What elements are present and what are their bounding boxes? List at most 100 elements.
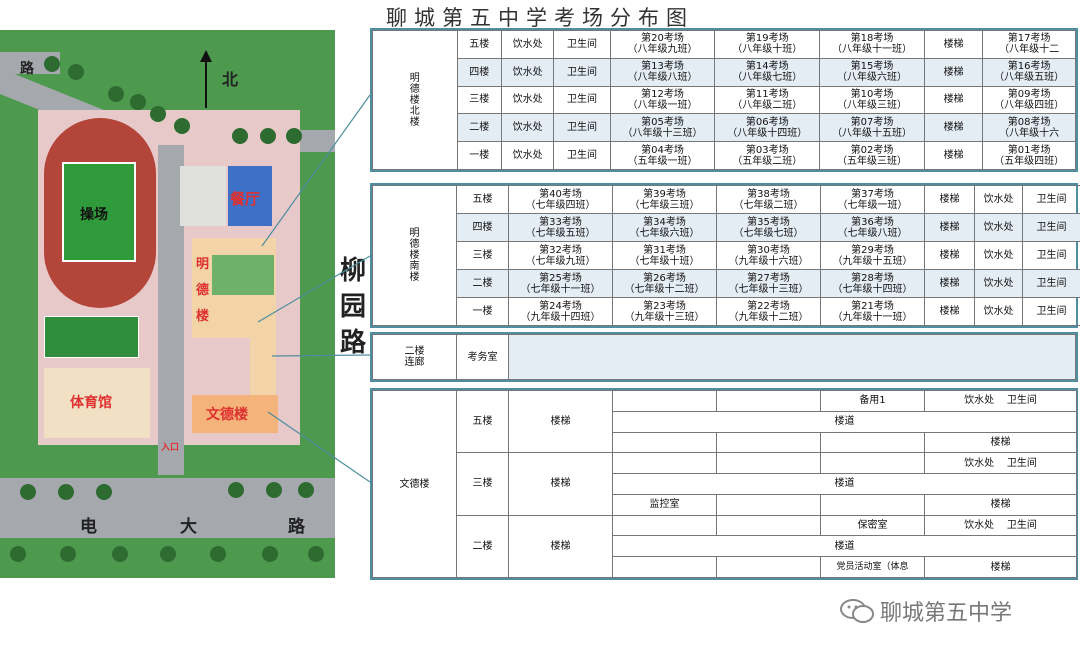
exam-room-line: （八年级十五班） <box>831 127 912 139</box>
stairs: 楼梯 <box>924 297 975 326</box>
exam-room-line: 第03考场 <box>745 144 789 156</box>
exam-room-line: 第26考场 <box>643 272 686 284</box>
exam-room-line: （八年级十二 <box>999 44 1060 56</box>
stairs: 楼梯 <box>923 57 984 87</box>
exam-room-line: 第40考场 <box>539 188 582 200</box>
exam-room: 第07考场（八年级十五班） <box>819 113 925 143</box>
floor-label: 二楼 <box>456 269 509 298</box>
exam-room-line: （七年级七班） <box>733 227 804 239</box>
water-station: 饮水处 <box>974 269 1023 298</box>
empty-cell <box>716 514 821 537</box>
tree-icon <box>298 482 314 498</box>
exam-room-line: 第09考场 <box>1007 88 1051 100</box>
exam-room-line: 第34考场 <box>643 216 686 228</box>
south-building-label-line: 楼 <box>409 250 420 261</box>
toilet: 卫生间 <box>1022 213 1080 242</box>
exam-room-line: 第17考场 <box>1007 33 1051 45</box>
exam-room-line: 第22考场 <box>747 300 790 312</box>
wende-floor2: 二楼 <box>456 514 509 579</box>
floor-label: 一楼 <box>456 141 502 170</box>
exam-room-line: （七年级四班） <box>525 199 596 211</box>
north-building-label-line: 楼 <box>409 116 420 128</box>
exam-room: 第25考场（七年级十一班） <box>508 269 613 298</box>
stairs-3b: 楼梯 <box>924 493 1077 516</box>
exam-room: 第14考场（八年级七班） <box>714 57 821 87</box>
exam-room: 第36考场（七年级八班） <box>820 213 925 242</box>
south-building-label-line: 明 <box>409 228 420 239</box>
north-building-label: 明德楼北楼 <box>372 30 458 170</box>
water-station: 饮水处 <box>500 57 555 87</box>
exam-room: 第15考场（八年级六班） <box>819 57 925 87</box>
exam-room-line: （七年级十三班） <box>728 283 809 295</box>
campus-road <box>158 145 184 475</box>
road-right-3: 路 <box>340 328 367 358</box>
floor-label: 二楼 <box>456 113 502 143</box>
wende-label: 文德楼 <box>372 390 457 578</box>
toilet: 卫生间 <box>553 141 611 170</box>
north-row: 三楼饮水处卫生间第12考场（八年级一班）第11考场（八年级二班）第10考场（八年… <box>373 85 1076 115</box>
football-field <box>62 162 136 262</box>
tree-icon <box>130 94 146 110</box>
wende-stairs-5: 楼梯 <box>508 389 613 454</box>
exam-room: 第13考场（八年级八班） <box>609 57 716 87</box>
exam-room: 第08考场（八年级十六 <box>982 113 1076 143</box>
empty-cell <box>612 390 717 412</box>
north-building-table: 明德楼北楼五楼饮水处卫生间第20考场（八年级九班）第19考场（八年级十班）第18… <box>370 28 1078 172</box>
exam-room: 第05考场（八年级十三班） <box>609 113 716 143</box>
exam-room-line: 第19考场 <box>745 33 789 45</box>
wechat-icon <box>840 599 874 623</box>
wende-floor5: 五楼 <box>456 389 509 454</box>
exam-room-line: 第14考场 <box>745 61 789 73</box>
exam-room: 第33考场（七年级五班） <box>508 213 613 242</box>
tree-icon <box>150 106 166 122</box>
north-row: 四楼饮水处卫生间第13考场（八年级八班）第14考场（八年级七班）第15考场（八年… <box>373 57 1076 87</box>
tree-icon <box>286 128 302 144</box>
tree-icon <box>10 546 26 562</box>
corridor-label: 二楼连廊 <box>372 334 457 380</box>
exam-room-line: （五年级二班） <box>732 155 803 167</box>
exam-room-line: （七年级十二班） <box>624 283 705 295</box>
water-toilet-2: 饮水处 卫生间 <box>924 514 1077 537</box>
empty-cell <box>716 452 821 475</box>
exam-room-line: （七年级十四班） <box>832 283 913 295</box>
tree-icon <box>210 546 226 562</box>
exam-room-line: 第21考场 <box>851 300 894 312</box>
exam-room-line: （八年级十四班） <box>727 127 808 139</box>
mingde-courtyard <box>212 255 274 295</box>
south-building-label-line: 南 <box>409 261 420 272</box>
exam-room-line: （七年级六班） <box>629 227 700 239</box>
exam-room-line: 第36考场 <box>851 216 894 228</box>
wechat-logo: 聊城第五中学 <box>840 595 1012 627</box>
wende-building <box>192 395 278 433</box>
empty-cell <box>716 556 821 578</box>
road-top-label: 路 <box>20 61 34 77</box>
tree-icon <box>232 128 248 144</box>
empty-cell <box>820 493 925 516</box>
entrance-label: 入口 <box>161 443 180 453</box>
exam-room: 第17考场（八年级十二 <box>982 30 1076 59</box>
exam-room-line: 第24考场 <box>539 300 582 312</box>
tree-icon <box>20 484 36 500</box>
exam-room-line: （八年级十六 <box>999 127 1060 139</box>
empty-cell <box>716 431 821 454</box>
campus-map: 操场 餐厅 明德楼 体育馆 文德楼 入口 电 大 路 路 北 <box>0 30 335 578</box>
water-station: 饮水处 <box>500 113 555 143</box>
empty-cell <box>612 556 717 578</box>
exam-room: 第37考场（七年级一班） <box>820 185 925 214</box>
floor-label: 三楼 <box>456 241 509 270</box>
toilet: 卫生间 <box>553 113 611 143</box>
toilet: 卫生间 <box>553 57 611 87</box>
north-arrow-icon <box>200 50 212 108</box>
water-station: 饮水处 <box>974 213 1023 242</box>
tree-icon <box>58 484 74 500</box>
north-building-label-line: 德 <box>409 83 420 95</box>
tree-icon <box>96 484 112 500</box>
exam-room-line: 第20考场 <box>641 33 684 45</box>
exam-room-line: （八年级九班） <box>627 44 698 56</box>
south-row: 一楼第24考场（九年级十四班）第23考场（九年级十三班）第22考场（九年级十二班… <box>373 297 1080 326</box>
tree-icon <box>174 118 190 134</box>
exam-room-line: （七年级三班） <box>629 199 700 211</box>
water-station: 饮水处 <box>500 30 555 59</box>
exam-room-line: （八年级四班） <box>994 99 1065 111</box>
exam-room-line: （七年级二班） <box>733 199 804 211</box>
